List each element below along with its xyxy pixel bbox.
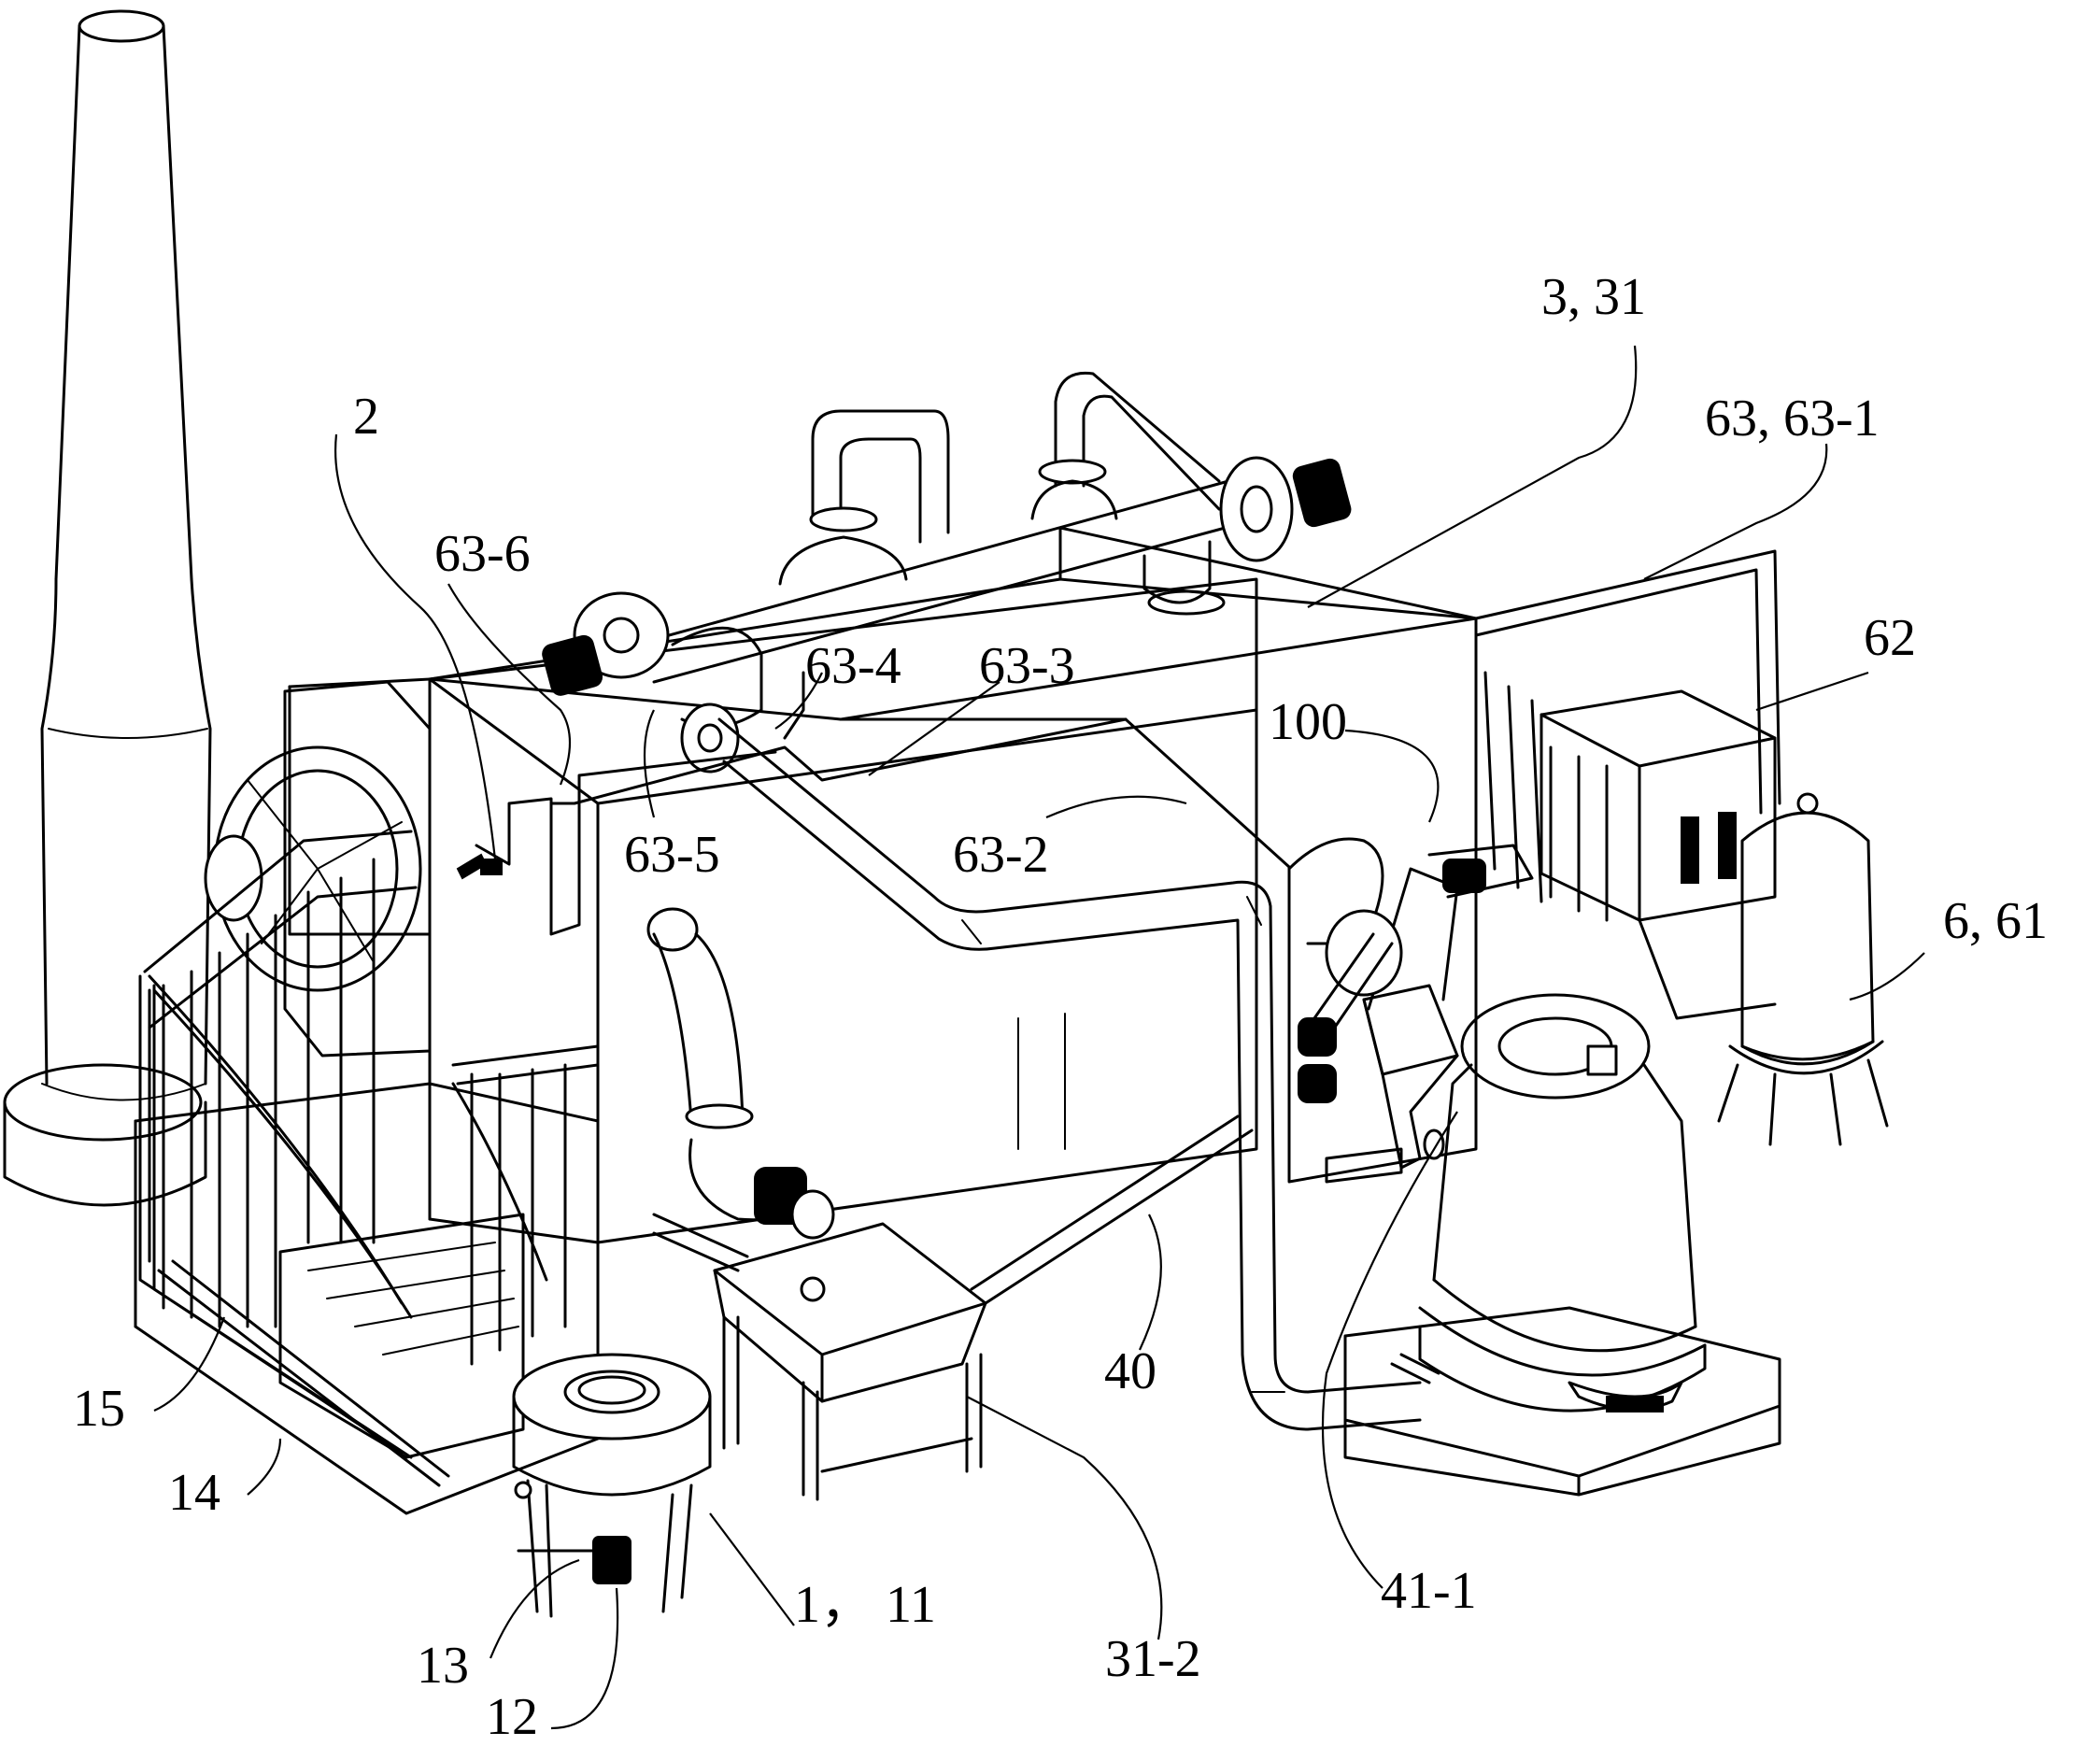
label-63-63-1: 63, 63-1 [1705, 390, 1880, 447]
label-62: 62 [1864, 609, 1916, 667]
label-12: 12 [486, 1688, 538, 1746]
feeder-100 [1287, 837, 1534, 1184]
pipe-63-2 [680, 703, 1422, 1431]
label-63-3: 63-3 [979, 637, 1075, 695]
cabinet-62 [1483, 671, 1777, 1020]
label-40: 40 [1104, 1342, 1156, 1400]
label-14: 14 [168, 1464, 220, 1522]
label-63-2: 63-2 [953, 826, 1049, 884]
label-63-5: 63-5 [624, 826, 720, 884]
chimney [3, 9, 212, 1207]
label-31-2: 31-2 [1105, 1630, 1201, 1688]
tank-6-61 [1717, 792, 1889, 1146]
top-ducting [542, 371, 1352, 729]
label-1-11: 1， 11 [794, 1576, 936, 1634]
reactor-41-1 [1343, 993, 1781, 1497]
label-3-31: 3, 31 [1541, 268, 1646, 326]
front-left-fan [646, 907, 835, 1272]
platform-and-stairs [134, 830, 600, 1515]
separator-1-11 [512, 1353, 712, 1618]
rear-exchanger [204, 680, 432, 1058]
label-13: 13 [417, 1637, 469, 1695]
hopper-31-2 [713, 1114, 1254, 1501]
label-2: 2 [353, 388, 379, 446]
leader-lines [153, 345, 1925, 1730]
label-63-4: 63-4 [805, 637, 901, 695]
label-15: 15 [73, 1380, 125, 1438]
label-63-6: 63-6 [434, 525, 531, 583]
small-piping [148, 549, 1781, 1487]
label-6-61: 6, 61 [1943, 892, 2048, 950]
label-41-1: 41-1 [1381, 1562, 1477, 1620]
label-100: 100 [1269, 693, 1347, 751]
